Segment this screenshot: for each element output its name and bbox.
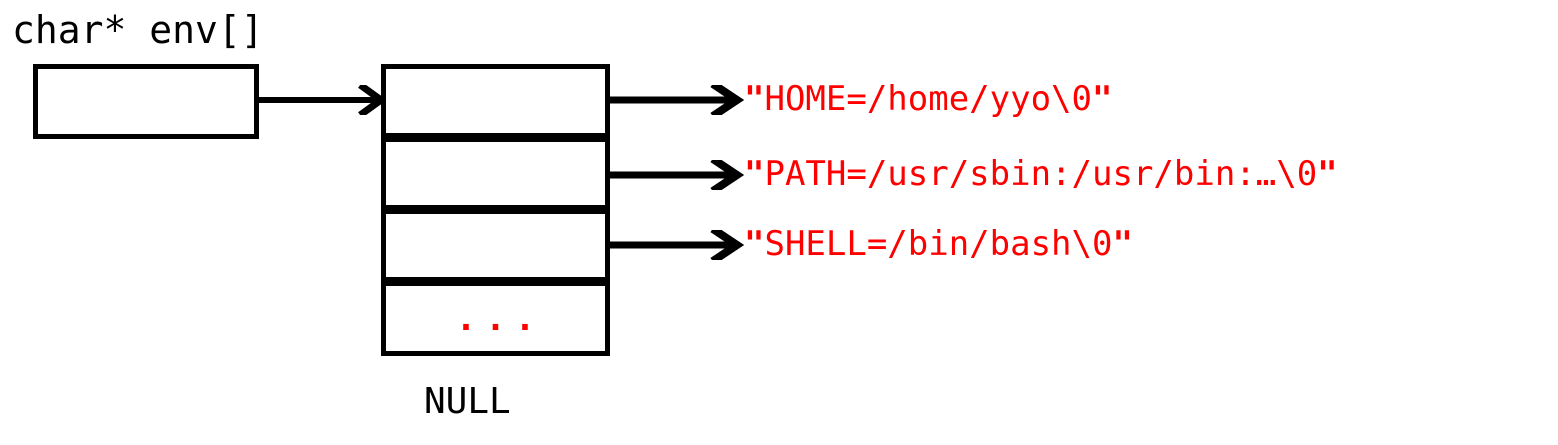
env-string-1-text: PATH=/usr/sbin:/usr/bin:…\0	[764, 154, 1318, 194]
env-array-cell-0	[381, 64, 610, 138]
arrow-cell0-to-string0-icon	[606, 85, 744, 115]
env-array-cell-2	[381, 209, 610, 282]
env-variable-label: char* env[]	[12, 8, 264, 52]
env-string-0-close-quote: "	[1092, 79, 1113, 119]
env-string-1-close-quote: "	[1317, 154, 1338, 194]
env-array-ellipsis-label: ...	[455, 298, 545, 339]
env-array: ...	[381, 64, 610, 356]
arrow-cell2-to-string2-icon	[606, 230, 744, 260]
arrow-cell2-to-string2	[606, 230, 744, 260]
arrow-cell1-to-string1-icon	[606, 160, 744, 190]
env-string-2-open-quote: "	[744, 224, 765, 264]
env-string-2-text: SHELL=/bin/bash\0	[764, 224, 1113, 264]
arrow-env-to-array	[255, 85, 387, 115]
arrow-cell0-to-string0	[606, 85, 744, 115]
env-string-2-close-quote: "	[1112, 224, 1133, 264]
arrow-cell1-to-string1	[606, 160, 744, 190]
env-array-cell-3: ...	[381, 281, 610, 356]
null-terminator-label: NULL	[424, 381, 511, 422]
env-string-2: "SHELL=/bin/bash\0"	[744, 224, 1133, 264]
env-string-0: "HOME=/home/yyo\0"	[744, 79, 1112, 119]
env-string-1-open-quote: "	[744, 154, 765, 194]
env-string-0-text: HOME=/home/yyo\0	[764, 79, 1092, 119]
env-array-cell-1	[381, 137, 610, 210]
arrow-env-to-array-icon	[255, 85, 387, 115]
env-pointer-box	[33, 64, 259, 139]
env-string-0-open-quote: "	[744, 79, 765, 119]
env-string-1: "PATH=/usr/sbin:/usr/bin:…\0"	[744, 154, 1338, 194]
